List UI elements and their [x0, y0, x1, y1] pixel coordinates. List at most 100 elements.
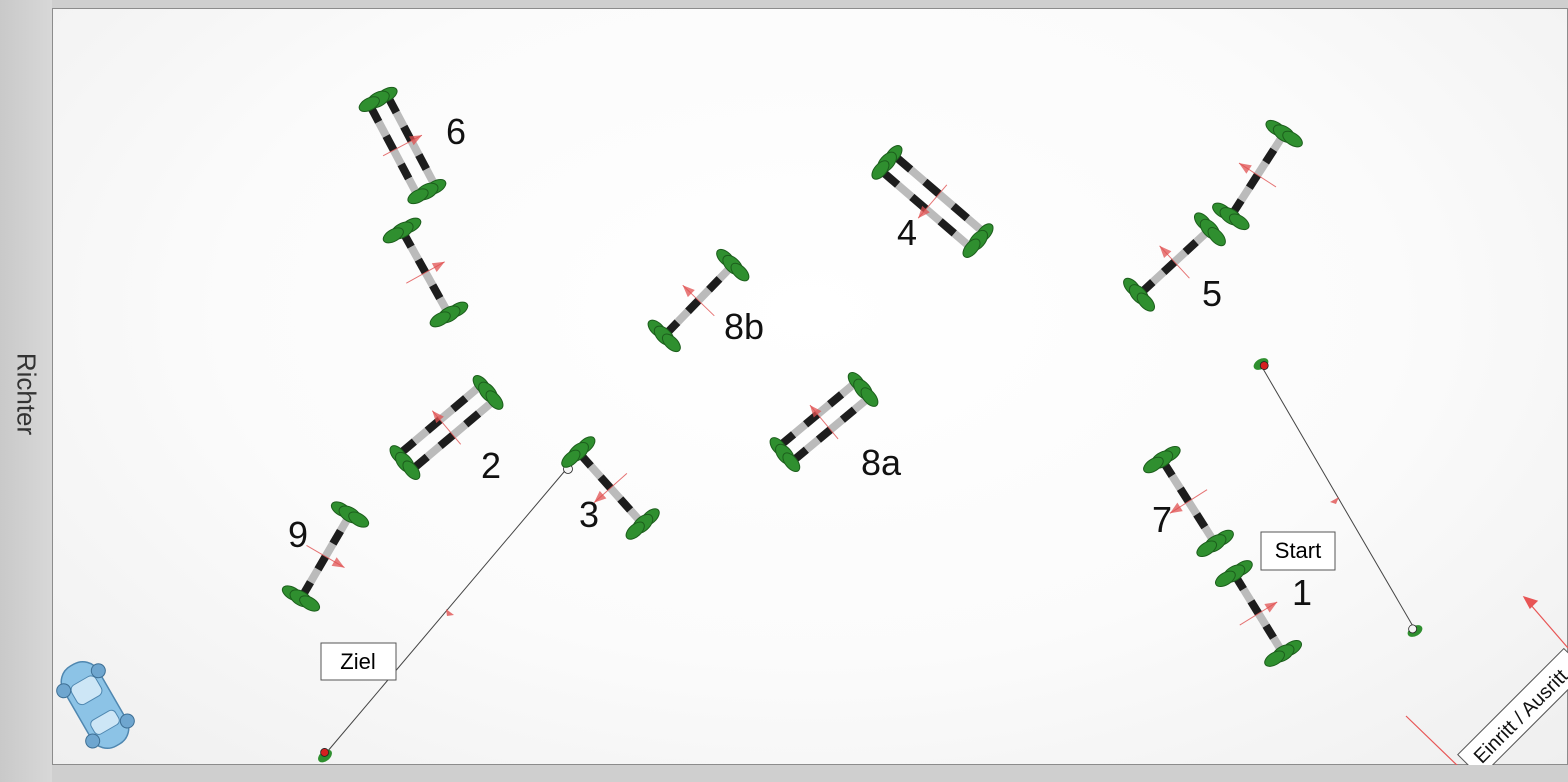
pole-segment [392, 110, 408, 129]
plant-pot [389, 445, 421, 480]
jump-direction-arrow [331, 557, 345, 568]
pole-segment [450, 421, 469, 439]
plant-pot [1123, 277, 1156, 312]
pole-segment [839, 406, 857, 423]
pole-segment [476, 399, 495, 417]
entrance-box [1457, 647, 1568, 765]
pole-segment [1262, 623, 1277, 640]
pole-segment [1185, 499, 1201, 517]
plant-pot [382, 217, 422, 244]
pole-segment [1182, 239, 1199, 255]
pole-segment [314, 554, 329, 572]
pole-segment [617, 496, 634, 513]
jump-direction-arrow [432, 410, 444, 424]
jump-direction-arrow [431, 261, 445, 272]
pole-segment [851, 396, 869, 413]
obstacle-1: 1 [1215, 560, 1312, 667]
plant-pot [1264, 639, 1302, 667]
pole-segment [1245, 172, 1261, 190]
obstacle-number: 8b [724, 306, 764, 347]
jump-direction-arrow [408, 135, 422, 146]
pole-segment [424, 416, 443, 434]
plant-pot [1212, 202, 1250, 231]
pole-segment [1160, 259, 1178, 275]
pole-segment [414, 257, 429, 275]
pole-segment [1255, 611, 1270, 628]
pole-segment [429, 283, 444, 301]
plant-pot [1265, 119, 1303, 148]
pole-segment [463, 410, 482, 428]
obstacle-8a: 8a [769, 371, 902, 483]
pole-segment [1247, 599, 1262, 616]
obstacle-5: 5 [1123, 212, 1226, 314]
entrance-group: Einritt / Ausritt [1405, 595, 1568, 768]
pole-segment [893, 154, 914, 173]
jump-direction-arrow [1159, 245, 1172, 259]
plant-pot [1215, 560, 1253, 588]
pole-segment [922, 178, 942, 197]
pole-segment [803, 436, 821, 453]
pole-segment [815, 426, 833, 443]
pole-segment [437, 432, 456, 450]
obstacle-7: 7 [1143, 445, 1234, 558]
pole-segment [411, 453, 430, 471]
jump-direction-arrow [918, 205, 930, 219]
obstacle-2: 2 [389, 375, 504, 486]
start-line [1253, 358, 1423, 637]
entrance-label: Einritt / Ausritt [1470, 665, 1568, 768]
obstacle-number: 5 [1202, 273, 1222, 314]
pole-segment [791, 446, 809, 463]
pole-segment [791, 421, 809, 438]
pole-segment [1176, 486, 1192, 504]
pole-segment [674, 308, 691, 325]
pole-segment [415, 153, 430, 172]
pole-segment [937, 218, 957, 237]
obstacle-9: 9 [281, 501, 370, 612]
obstacle-number: 2 [481, 445, 501, 486]
obstacle-number: 1 [1292, 572, 1312, 613]
pole-segment [909, 193, 929, 213]
pole-segment [587, 463, 604, 480]
plant-pot [561, 436, 596, 468]
start-marker-white [1407, 624, 1423, 637]
pole-segment [424, 442, 443, 460]
plant-pot [716, 248, 750, 282]
start-direction-arrow [1330, 497, 1339, 504]
plant-pot [1196, 529, 1234, 558]
pole-segment [411, 427, 430, 445]
obstacle-number: 6 [446, 111, 466, 152]
obstacle-number: 4 [897, 212, 917, 253]
pole-segment [706, 276, 723, 293]
car-icon [56, 661, 135, 749]
plant-pot [358, 86, 398, 113]
pole-segment [463, 384, 482, 402]
obstacle-number: 3 [579, 494, 599, 535]
plant-pot [281, 585, 321, 612]
finish-direction-arrow [446, 609, 454, 616]
jump-direction-arrow [1264, 601, 1278, 613]
pole-segment [895, 181, 915, 200]
pole-segment [685, 297, 702, 315]
start-label: Start [1275, 538, 1321, 563]
pole-segment [397, 162, 413, 181]
pole-segment [1193, 512, 1209, 530]
pole-segment [405, 176, 420, 195]
pole-segment [367, 105, 383, 124]
obstacle-3: 3 [561, 436, 660, 540]
jump-direction-arrow [1169, 502, 1183, 514]
entrance-arrow-out [1522, 595, 1568, 649]
pole-segment [382, 134, 398, 153]
plant-pot [647, 319, 681, 353]
pole-segment [450, 395, 469, 413]
pole-segment [1254, 160, 1270, 178]
pole-segment [951, 230, 972, 249]
pole-segment [398, 438, 417, 456]
pole-segment [839, 381, 857, 398]
start-label-box: Start [1260, 531, 1336, 571]
jump-direction-arrow [809, 405, 822, 418]
entrance-arrow-in [1405, 715, 1458, 765]
pole-segment [422, 270, 437, 288]
pole-segment [695, 286, 712, 304]
pole-segment [936, 190, 956, 210]
